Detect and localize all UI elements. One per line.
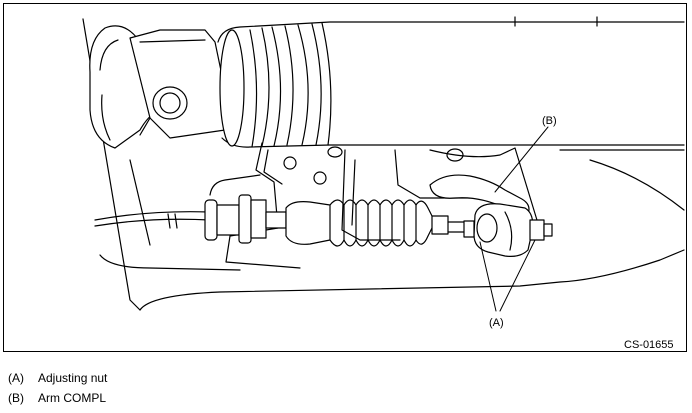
universal-joint (89, 25, 226, 149)
legend-item-b: (B) Arm COMPL (8, 391, 106, 405)
propeller-shaft (217, 21, 685, 148)
legend-item-a: (A) Adjusting nut (8, 371, 107, 385)
adjusting-nuts (463, 219, 553, 241)
legend-key: (A) (8, 371, 24, 385)
legend-text: Adjusting nut (38, 371, 108, 385)
callout-a: (A) (489, 317, 504, 329)
legend-text: Arm COMPL (38, 391, 107, 405)
leader-lines (479, 126, 549, 312)
figure-code: CS-01655 (624, 339, 674, 351)
callout-b: (B) (542, 115, 557, 127)
arm-compl (429, 174, 534, 257)
legend-key: (B) (8, 391, 24, 405)
shift-cable (94, 194, 469, 247)
